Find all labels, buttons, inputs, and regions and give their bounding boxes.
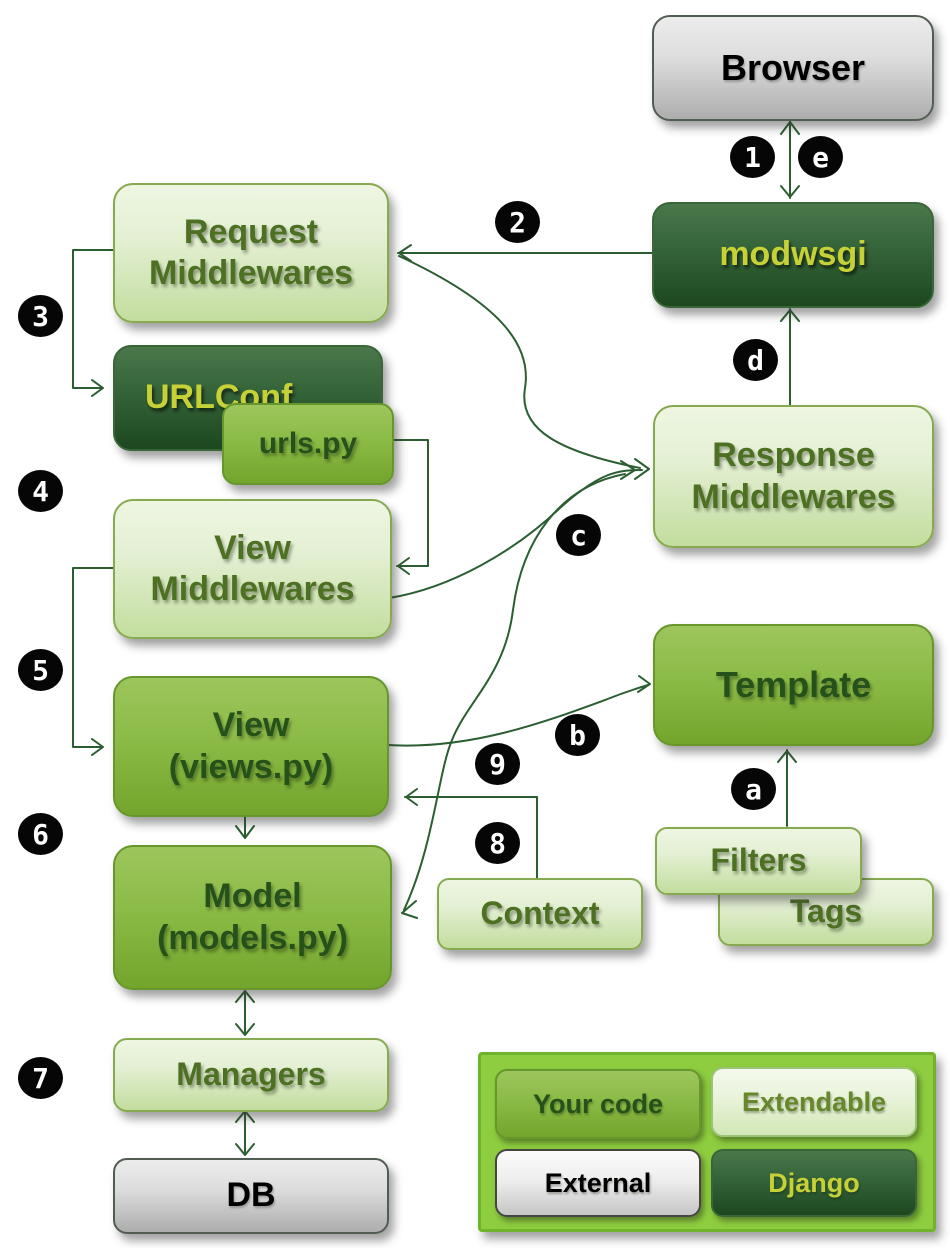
arrow-b (386, 675, 651, 747)
node-label: Middlewares (691, 477, 896, 516)
step-marker-c: c (556, 514, 601, 556)
step-marker-label: 6 (32, 817, 49, 851)
step-marker-label: 2 (509, 205, 526, 239)
legend-item-label: External (544, 1167, 652, 1198)
step-marker-4: 4 (18, 470, 63, 512)
arrow-4 (389, 439, 429, 575)
node-modwsgi: modwsgi (652, 202, 934, 308)
node-filters: Filters (655, 827, 862, 895)
step-marker-e: e (798, 136, 843, 178)
legend-item-label: Extendable (741, 1086, 887, 1117)
node-label: modwsgi (719, 235, 867, 274)
arrow-2 (397, 244, 653, 262)
step-marker-1: 1 (730, 136, 775, 178)
arrow-1-e (780, 120, 800, 199)
node-browser: Browser (652, 15, 934, 121)
legend-item-label: Django (768, 1167, 860, 1198)
legend-item-external: External (495, 1149, 701, 1217)
node-label: View (212, 706, 290, 745)
step-marker-a: a (731, 768, 776, 810)
step-marker-label: 7 (32, 1061, 49, 1095)
arrow-7a (235, 990, 255, 1036)
step-marker-label: 1 (744, 140, 761, 174)
arrow-9 (401, 473, 626, 919)
step-marker-3: 3 (18, 295, 63, 337)
arrowhead-response (620, 458, 650, 480)
step-marker-label: e (812, 140, 829, 174)
node-label: Middlewares (148, 254, 354, 292)
node-label: Template (715, 664, 872, 706)
node-context: Context (437, 878, 643, 950)
step-marker-label: d (747, 343, 764, 377)
node-label: Response (712, 436, 875, 475)
node-label: Tags (789, 893, 863, 930)
node-model: Model(models.py) (113, 845, 392, 990)
legend-item-extendable: Extendable (711, 1067, 917, 1137)
arrow-5 (72, 567, 114, 756)
step-marker-label: b (569, 718, 586, 752)
arrow-7b (235, 1110, 255, 1156)
node-label: Managers (176, 1056, 326, 1093)
step-marker-label: 5 (32, 653, 49, 687)
node-label: urls.py (258, 426, 358, 460)
node-label: Model (203, 877, 302, 916)
node-urls-py: urls.py (222, 403, 394, 485)
legend-item-your_code: Your code (495, 1069, 701, 1139)
step-marker-8: 8 (475, 822, 520, 864)
arrow-a (777, 749, 797, 827)
step-marker-label: 8 (489, 826, 506, 860)
arrow-d (780, 308, 800, 406)
step-marker-b: b (555, 714, 600, 756)
node-managers: Managers (113, 1038, 389, 1112)
step-marker-label: c (570, 518, 587, 552)
step-marker-7: 7 (18, 1057, 63, 1099)
step-marker-label: 4 (32, 474, 49, 508)
node-label: Context (480, 895, 600, 932)
node-label: Request (183, 212, 319, 251)
node-label: Middlewares (150, 570, 355, 608)
step-marker-label: 9 (489, 747, 506, 781)
arrow-c2 (388, 469, 643, 599)
step-marker-5: 5 (18, 649, 63, 691)
arrow-3 (72, 249, 114, 397)
node-db: DB (113, 1158, 389, 1234)
step-marker-label: a (745, 772, 762, 806)
node-label: DB (226, 1176, 276, 1215)
step-marker-2: 2 (495, 201, 540, 243)
step-marker-label: 3 (32, 299, 49, 333)
step-marker-9: 9 (475, 743, 520, 785)
node-label: (models.py) (157, 918, 348, 957)
step-marker-6: 6 (18, 813, 63, 855)
node-label: Filters (710, 842, 807, 879)
legend-item-django: Django (711, 1149, 917, 1217)
node-label: Browser (720, 47, 866, 89)
arrow-8 (404, 788, 538, 879)
node-view: View(views.py) (113, 676, 389, 817)
step-marker-d: d (733, 339, 778, 381)
arrow-c1 (398, 255, 641, 469)
node-label: (views.py) (168, 747, 334, 786)
node-template: Template (653, 624, 934, 746)
arrow-6 (235, 813, 255, 839)
node-label: View (214, 528, 291, 567)
legend-item-label: Your code (532, 1088, 664, 1119)
